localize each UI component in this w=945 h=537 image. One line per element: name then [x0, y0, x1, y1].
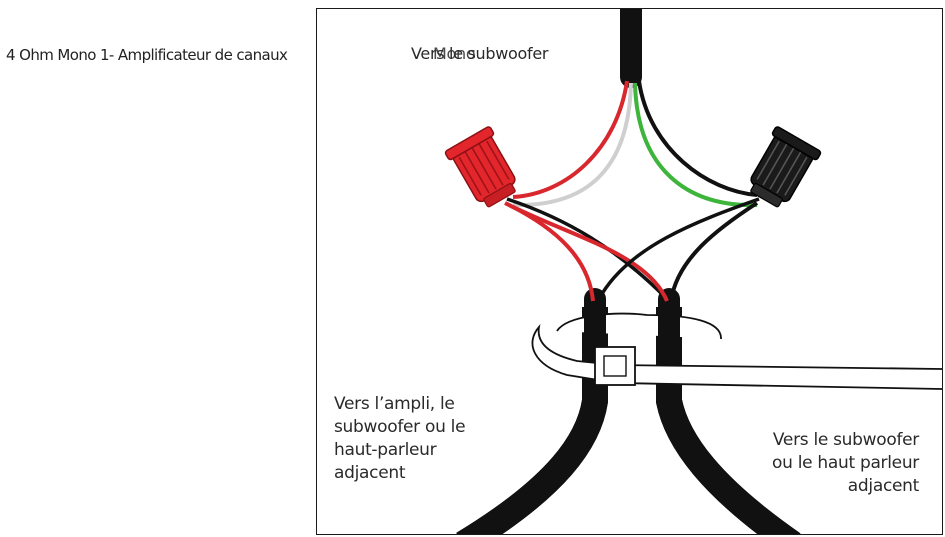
label-to-subwoofer: Vers le subwoofer [411, 44, 549, 63]
wire-red-in [512, 80, 629, 199]
diagram-title: 4 Ohm Mono 1- Amplificateur de canaux [6, 46, 288, 64]
label-left-line: Vers l’ampli, le [334, 394, 455, 414]
label-right-line: adjacent [847, 476, 920, 496]
label-left-line: haut-parleur [334, 440, 437, 460]
red-wire-nut [444, 126, 516, 208]
label-left: Vers l’ampli, le subwoofer ou le haut-pa… [334, 393, 466, 485]
wire-red-to-right [504, 201, 669, 302]
wire-black-to-left [506, 197, 667, 299]
wire-white-in [512, 82, 633, 208]
label-right: Vers le subwoofer ou le haut parleur adj… [772, 429, 919, 498]
black-wire-nut [750, 126, 822, 208]
wire-black-cross [597, 197, 760, 300]
label-right-line: ou le haut parleur [772, 453, 919, 473]
label-left-line: adjacent [334, 463, 406, 483]
wiring-diagram: Vers le subwoofer Mono Vers l’ampli, le … [316, 8, 943, 535]
wiring-illustration [444, 9, 942, 534]
wire-black-in [637, 80, 758, 197]
wire-green-in [633, 82, 758, 208]
zip-tie-back [556, 312, 722, 340]
wire-red-to-left [508, 203, 595, 302]
wire-black-to-right [669, 201, 759, 302]
label-mono: Mono [433, 44, 476, 63]
label-left-line: subwoofer ou le [334, 417, 466, 437]
label-right-line: Vers le subwoofer [772, 430, 919, 450]
